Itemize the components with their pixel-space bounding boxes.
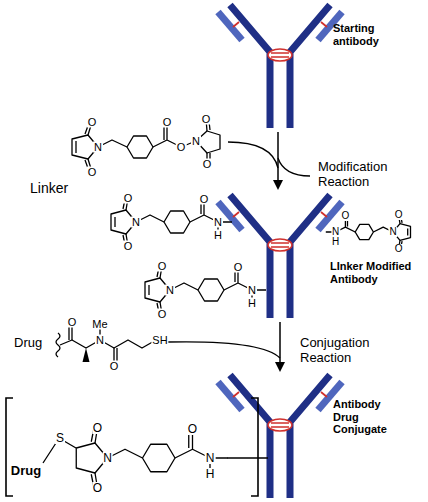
caption-label: Conjugation Reaction (300, 336, 390, 366)
attached-linker (111, 198, 411, 314)
atom-label: N (95, 335, 105, 346)
atom-label: O (157, 261, 168, 272)
caption-label: Starting antibody (333, 22, 395, 47)
caption-label: Linker (30, 180, 90, 196)
caption-label: Modification Reaction (318, 160, 408, 190)
atom-label: O (67, 317, 78, 328)
atom-label: O (341, 211, 351, 221)
atom-label: Me (91, 319, 108, 330)
atom-label: N (165, 285, 175, 296)
atom-label: O (202, 159, 213, 170)
atom-label: O (394, 244, 404, 254)
atom-label: O (162, 117, 173, 128)
atom-label: O (176, 142, 187, 153)
bracket (6, 398, 258, 496)
atom-label: O (233, 262, 244, 273)
atom-label: H (213, 230, 223, 241)
atom-label: N (247, 285, 257, 296)
atom-label: O (157, 309, 168, 320)
atom-label: O (187, 423, 198, 435)
atom-label: O (109, 361, 120, 372)
atom-label: N (102, 452, 113, 464)
atom-label: H (205, 468, 216, 480)
atom-label: O (201, 114, 212, 125)
antibody (218, 375, 342, 498)
caption-label: Drug (14, 336, 54, 351)
caption-label: Antibody Drug Conjugate (333, 398, 395, 436)
atom-label: O (123, 193, 134, 204)
atom-label: N (388, 227, 397, 237)
conjugate-structure (43, 428, 268, 488)
atom-label: O (123, 241, 134, 252)
atom-label: O (394, 210, 404, 220)
atom-label: H (331, 237, 340, 247)
atom-label: N (191, 136, 201, 147)
atom-label: H (247, 298, 257, 309)
atom-label: O (87, 117, 98, 128)
wedge-bond (83, 348, 90, 362)
atom-label: O (92, 482, 103, 494)
antibody (218, 195, 342, 318)
atom-label: N (131, 217, 141, 228)
atom-label: N (331, 227, 340, 237)
atom-label: N (93, 142, 103, 153)
reagent-curve (168, 342, 280, 358)
atom-label: SH (151, 335, 168, 346)
caption-label: LInker Modified Antibody (330, 260, 422, 285)
atom-label: N (213, 217, 223, 228)
atom-label: Drug (10, 464, 42, 477)
antibody (218, 5, 342, 128)
atom-label: O (87, 167, 98, 178)
reaction-arrow (279, 322, 281, 368)
atom-label: S (55, 432, 65, 444)
atom-label: O (199, 194, 210, 205)
reagent-curve (228, 142, 278, 168)
atom-label: O (92, 422, 103, 434)
atom-label: N (205, 452, 216, 464)
byproduct-curve (278, 158, 310, 176)
